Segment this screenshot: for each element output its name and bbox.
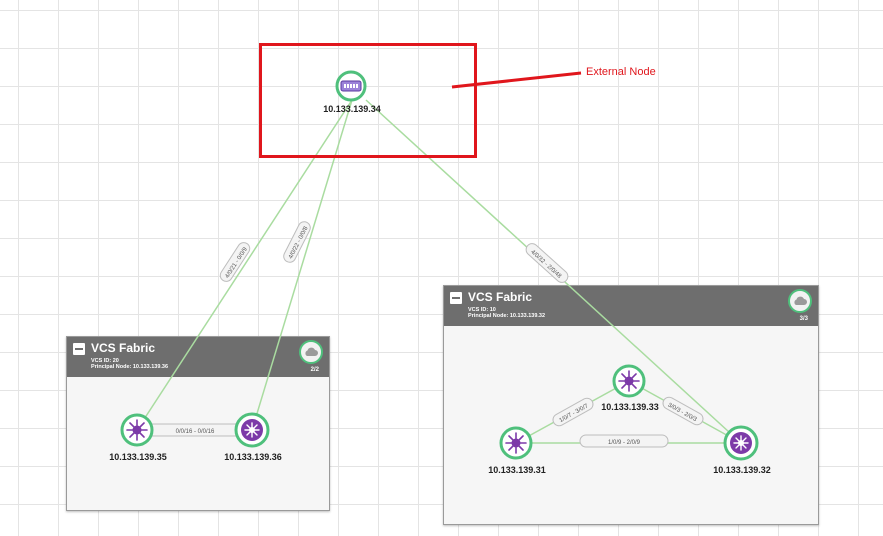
fabric-title: VCS Fabric [468,290,533,304]
link-label[interactable]: 1/0/9 - 2/0/9 [579,434,669,448]
annotation-pointer [451,71,582,89]
external-node-label: 10.133.139.34 [323,104,381,114]
fabric-header: VCS Fabric VCS ID: 10 Principal Node: 10… [444,286,818,326]
fabric-header: VCS Fabric VCS ID: 20 Principal Node: 10… [67,337,329,377]
external-node-highlight-box [259,43,477,158]
link-label-text: 1/0/9 - 2/0/9 [608,440,641,446]
vcs-fabric-right[interactable]: VCS Fabric VCS ID: 10 Principal Node: 10… [443,285,819,525]
link-label[interactable]: 0/0/16 - 0/0/16 [146,423,244,437]
node-10-133-139-36[interactable] [234,412,270,448]
fabric-vcs-id: VCS ID: 20 [91,358,119,364]
link-label[interactable]: 4/0/32 - 2/0/48 [524,241,571,285]
fabric-node-count: 2/2 [310,367,319,373]
link-label-text: 0/0/16 - 0/0/16 [176,429,215,435]
fabric-node-count: 3/3 [799,316,808,322]
external-node[interactable] [335,70,367,102]
node-label: 10.133.139.33 [601,402,659,412]
fabric-principal-node: Principal Node: 10.133.139.32 [468,313,546,319]
node-label: 10.133.139.35 [109,452,167,462]
cloud-icon[interactable] [788,289,812,313]
link-label[interactable]: 3/0/3 - 2/0/3 [661,395,705,427]
annotation-label: External Node [586,66,656,78]
fabric-vcs-id: VCS ID: 10 [468,307,496,313]
cloud-icon[interactable] [299,340,323,364]
link-label[interactable]: 1/0/7 - 3/0/7 [551,396,595,428]
vcs-fabric-left[interactable]: VCS Fabric VCS ID: 20 Principal Node: 10… [66,336,330,511]
node-10-133-139-32[interactable] [723,425,759,461]
node-10-133-139-33[interactable] [612,364,646,398]
collapse-icon[interactable] [73,343,85,355]
node-label: 10.133.139.32 [713,465,771,475]
collapse-icon[interactable] [450,292,462,304]
fabric-principal-node: Principal Node: 10.133.139.36 [91,364,169,370]
switch-star-icon [505,432,527,454]
node-10-133-139-31[interactable] [499,426,533,460]
node-label: 10.133.139.36 [224,452,282,462]
node-10-133-139-35[interactable] [120,413,154,447]
switch-star-icon [126,419,148,441]
fabric-title: VCS Fabric [91,341,156,355]
link-label[interactable]: 4/0/22 - 0/0/8 [282,220,313,265]
node-label: 10.133.139.31 [488,465,546,475]
switch-star-icon [618,370,640,392]
